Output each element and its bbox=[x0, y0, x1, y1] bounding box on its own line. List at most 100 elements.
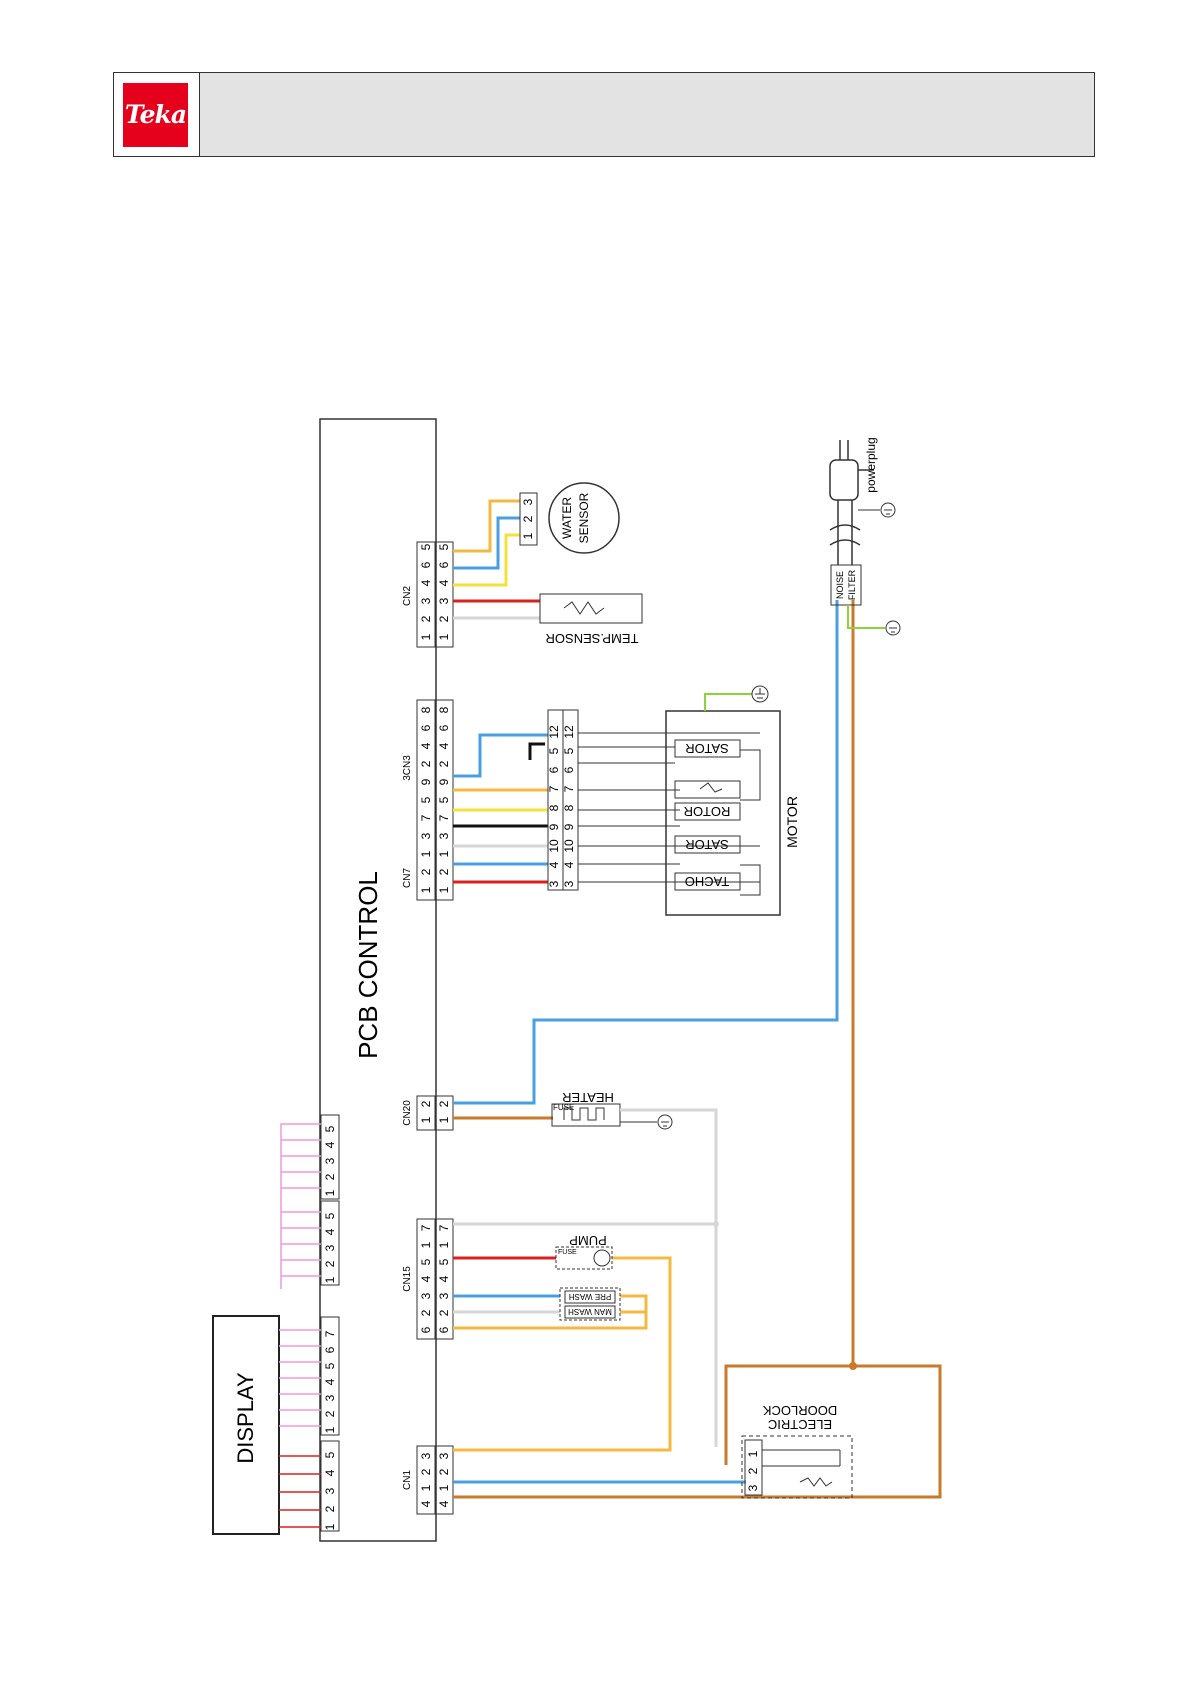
noise-ground-icon bbox=[885, 620, 901, 636]
pin-label: 5 bbox=[562, 747, 576, 754]
pin-label: 7 bbox=[419, 814, 433, 821]
pin-label: 2 bbox=[437, 615, 451, 622]
pin-label: 3 bbox=[419, 832, 433, 839]
pin-label: 7 bbox=[437, 814, 451, 821]
pump-label: PUMP bbox=[569, 1233, 607, 1248]
pin-label: 3 bbox=[323, 1157, 337, 1164]
noise-ground-wire bbox=[847, 605, 885, 629]
pcb-control-box bbox=[319, 418, 437, 1542]
pcb-control-label: PCB CONTROL bbox=[353, 871, 383, 1059]
pin-label: 6 bbox=[437, 1326, 451, 1333]
pin-label: 1 bbox=[419, 1484, 433, 1491]
pin-label: 6 bbox=[437, 724, 451, 731]
pin-label: 1 bbox=[437, 850, 451, 857]
motor-winding-labels: SATOR ROTOR SATOR TACHO bbox=[684, 741, 731, 889]
motor-ground-wire bbox=[704, 693, 752, 711]
pin-label: 6 bbox=[419, 724, 433, 731]
pin-label: 3 bbox=[437, 1292, 451, 1299]
pin-label: 4 bbox=[437, 579, 451, 586]
cn2-label: CN2 bbox=[402, 586, 413, 606]
water-sensor-label-2: SENSOR bbox=[577, 492, 591, 543]
pin-label: 2 bbox=[419, 1100, 433, 1107]
pin-label: 5 bbox=[547, 747, 561, 754]
display-red-wires bbox=[279, 1455, 321, 1528]
sator-top-label: SATOR bbox=[685, 741, 729, 756]
water-pin-labels: 123 bbox=[521, 498, 535, 539]
pre-wash-label: PRE WASH bbox=[569, 1292, 612, 1301]
junction-dot bbox=[849, 1362, 857, 1370]
pin-label: 7 bbox=[323, 1330, 337, 1337]
cn2-wires bbox=[453, 499, 540, 620]
sator-bottom-label: SATOR bbox=[685, 837, 729, 852]
rotor-label: ROTOR bbox=[684, 804, 731, 819]
pin-label: 2 bbox=[323, 1505, 337, 1512]
heater-ground-icon bbox=[657, 1114, 673, 1130]
pin-label: 2 bbox=[419, 615, 433, 622]
pin-label: 5 bbox=[323, 1212, 337, 1219]
pin-label: 3 bbox=[547, 880, 561, 887]
header-bar: Teka bbox=[113, 72, 1095, 157]
pin-label: 5 bbox=[419, 796, 433, 803]
temp-sensor-zigzag bbox=[563, 601, 605, 615]
temp-sensor-label: TEMP.SENSOR bbox=[546, 631, 639, 646]
motor-wires bbox=[453, 733, 548, 884]
pin-label: 12 bbox=[562, 725, 576, 739]
pin-label: 8 bbox=[547, 804, 561, 811]
noise-filter-box bbox=[830, 564, 862, 606]
pin-label: 5 bbox=[419, 543, 433, 550]
motor-ground-icon bbox=[751, 685, 769, 703]
pin-label: 4 bbox=[323, 1469, 337, 1476]
pin-label: 1 bbox=[323, 1276, 337, 1283]
pin-label: 1 bbox=[437, 1241, 451, 1248]
display-connectors bbox=[320, 1114, 340, 1532]
water-sensor-circle bbox=[548, 482, 620, 554]
pin-label: 1 bbox=[323, 1189, 337, 1196]
pin-label: 4 bbox=[419, 1275, 433, 1282]
doorlock-label-2: DOORLOCK bbox=[762, 1403, 837, 1418]
pin-label: 4 bbox=[547, 861, 561, 868]
sator-bottom-box bbox=[674, 835, 741, 854]
pin-label: 1 bbox=[419, 633, 433, 640]
pin-label: 2 bbox=[746, 1467, 760, 1474]
pin-label: 2 bbox=[419, 760, 433, 767]
cn15-wires bbox=[453, 1222, 716, 1452]
pin-label: 3 bbox=[323, 1487, 337, 1494]
plug-ground-icon bbox=[858, 502, 896, 518]
powerplug-label: powerplug bbox=[864, 437, 878, 492]
pin-label: 12 bbox=[547, 725, 561, 739]
pin-label: 1 bbox=[419, 1241, 433, 1248]
pin-label: 1 bbox=[323, 1426, 337, 1433]
doorlock-switches bbox=[762, 1449, 841, 1487]
pin-label: 5 bbox=[419, 1258, 433, 1265]
pin-label: 9 bbox=[437, 778, 451, 785]
pin-label: 3 bbox=[437, 597, 451, 604]
pin-label: 5 bbox=[323, 1362, 337, 1369]
sator-top-box bbox=[674, 739, 741, 758]
pin-label: 10 bbox=[547, 839, 561, 853]
pin-label: 4 bbox=[562, 861, 576, 868]
main-wash-box bbox=[564, 1305, 616, 1319]
doorlock-connector bbox=[744, 1439, 763, 1496]
pin-label: 3 bbox=[419, 1452, 433, 1459]
heater-wires bbox=[453, 600, 855, 1366]
pin-label: 2 bbox=[437, 1468, 451, 1475]
pin-label: 4 bbox=[437, 742, 451, 749]
pin-label: 4 bbox=[323, 1228, 337, 1235]
pin-label: 3 bbox=[437, 832, 451, 839]
pin-label: 3 bbox=[746, 1484, 760, 1491]
pin-label: 1 bbox=[419, 1116, 433, 1123]
water-sensor-label-1: WATER bbox=[560, 497, 574, 539]
heater-label: HEATER bbox=[562, 1090, 614, 1105]
pin-label: 4 bbox=[323, 1141, 337, 1148]
pin-label: 4 bbox=[419, 1500, 433, 1507]
pin-label: 2 bbox=[323, 1173, 337, 1180]
pin-label: 5 bbox=[323, 1451, 337, 1458]
display-pink-wires bbox=[279, 1123, 321, 1427]
noise-filter-label-2: FILTER bbox=[847, 569, 857, 600]
pin-label: 4 bbox=[437, 1500, 451, 1507]
pin-label: 8 bbox=[562, 804, 576, 811]
pin-label: 5 bbox=[323, 1125, 337, 1132]
heater-white-wire bbox=[620, 1108, 718, 1447]
power-cord bbox=[829, 440, 874, 565]
